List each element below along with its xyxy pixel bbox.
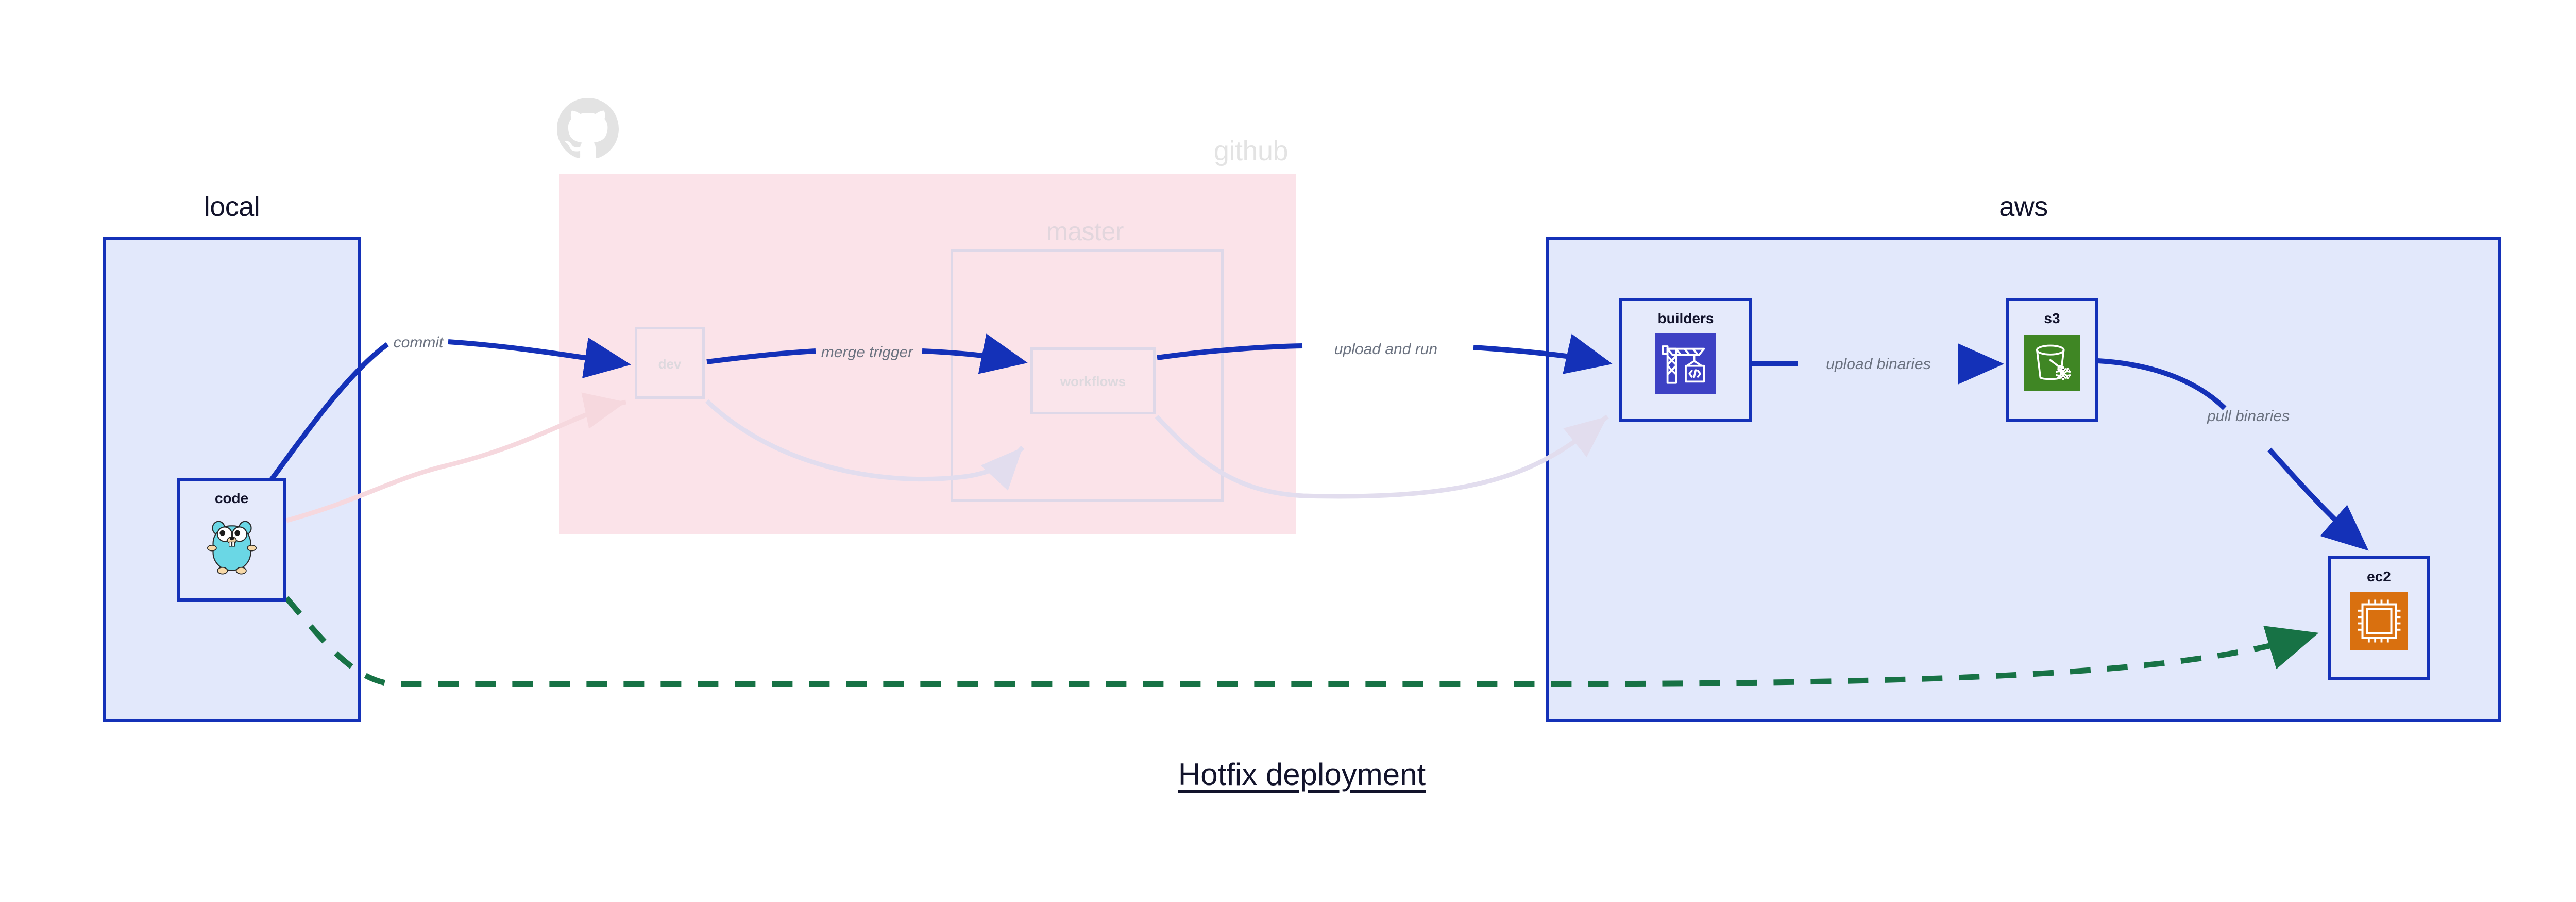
node-label-dev: dev — [658, 356, 682, 372]
edge-merge-trigger-b[interactable] — [922, 333, 1028, 374]
group-label-aws: aws — [1999, 191, 2048, 222]
node-ec2[interactable]: ec2 — [2328, 556, 2430, 680]
edge-commit-b[interactable] — [448, 337, 631, 378]
edge-upload-and-run-b[interactable] — [1473, 333, 1613, 374]
node-label-code: code — [214, 490, 249, 506]
edge-pull-binaries-a[interactable] — [2097, 358, 2227, 410]
node-label-builders: builders — [1657, 310, 1714, 326]
edge-commit-a[interactable] — [265, 342, 389, 486]
edge-pull-binaries-b[interactable] — [2267, 447, 2369, 551]
aws-s3-bucket-icon — [2024, 335, 2080, 391]
node-label-s3: s3 — [2044, 310, 2060, 326]
edge-upload-and-run-a[interactable] — [1157, 343, 1303, 360]
node-builders[interactable]: builders — [1619, 298, 1752, 422]
edge-label-merge-trigger: merge trigger — [821, 344, 913, 361]
node-workflows[interactable]: workflows — [1030, 347, 1156, 414]
group-label-local: local — [204, 191, 260, 222]
node-s3[interactable]: s3 — [2006, 298, 2098, 422]
edge-label-pull-binaries: pull binaries — [2207, 408, 2290, 425]
edge-merge-trigger-a[interactable] — [706, 348, 816, 364]
faded-edge-code-dev — [285, 392, 626, 523]
aws-codebuild-crane-icon — [1655, 333, 1716, 394]
edge-hotfix-direct[interactable] — [284, 596, 2319, 687]
node-label-ec2: ec2 — [2367, 569, 2391, 584]
aws-ec2-chip-icon — [2350, 592, 2408, 650]
edge-label-upload-binaries: upload binaries — [1826, 356, 1931, 373]
group-master[interactable] — [951, 249, 1224, 502]
faded-edge-dev-workflows — [705, 399, 1025, 491]
node-label-workflows: workflows — [1060, 374, 1126, 389]
node-code[interactable]: code — [177, 478, 286, 602]
edge-label-upload-and-run: upload and run — [1334, 341, 1438, 358]
group-label-master: master — [1046, 217, 1124, 246]
go-gopher-icon — [204, 516, 260, 577]
diagram-title: Hotfix deployment — [1178, 757, 1426, 792]
edge-label-commit: commit — [393, 334, 444, 351]
group-label-github: github — [1213, 136, 1289, 166]
github-octocat-icon — [557, 98, 619, 160]
faded-edge-workflows-builders — [1155, 414, 1609, 499]
node-dev[interactable]: dev — [635, 327, 705, 399]
